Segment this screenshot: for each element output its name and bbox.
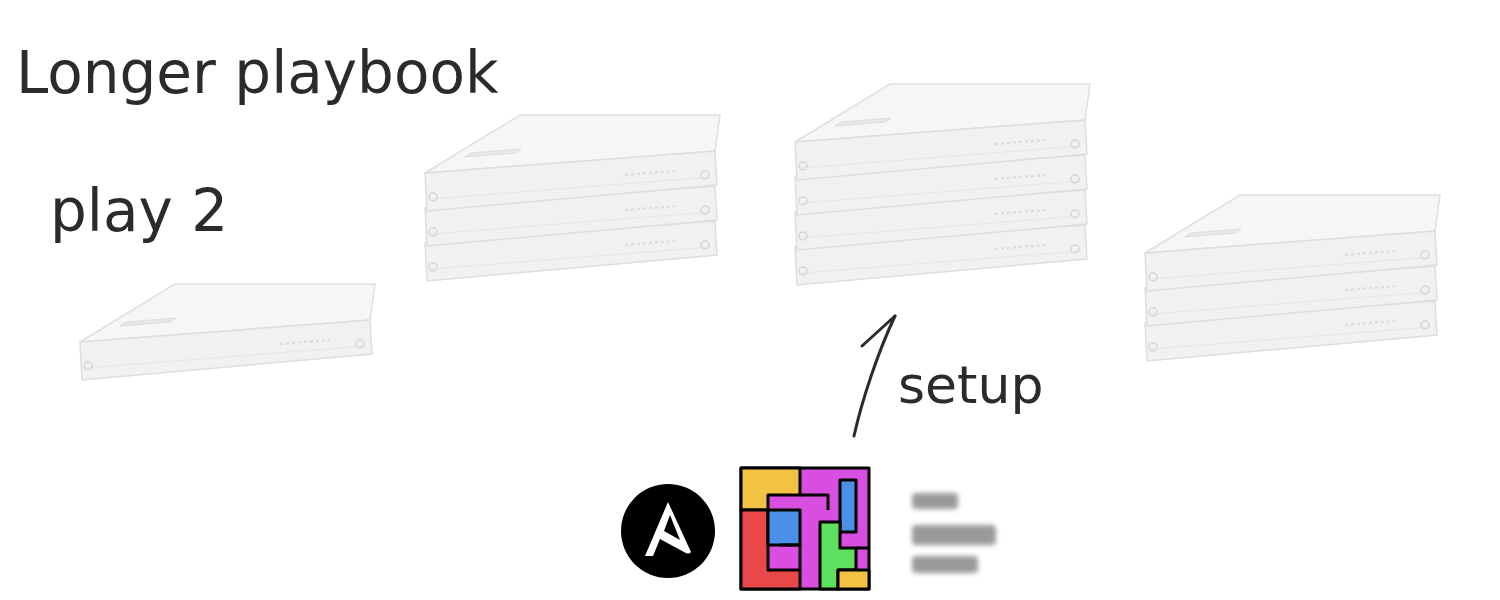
arrow-head	[862, 316, 895, 346]
server	[80, 284, 375, 380]
maze-logo	[741, 468, 869, 589]
ansible-logo	[621, 484, 715, 578]
server-stack	[795, 84, 1090, 285]
arrow-label: setup	[898, 356, 1043, 416]
play-label: play 2	[50, 178, 228, 245]
arrow	[854, 316, 895, 436]
server-stack	[1145, 195, 1440, 361]
server-stack	[425, 115, 720, 281]
blurred-text	[912, 493, 996, 573]
slide-title: Longer playbook	[16, 40, 499, 107]
